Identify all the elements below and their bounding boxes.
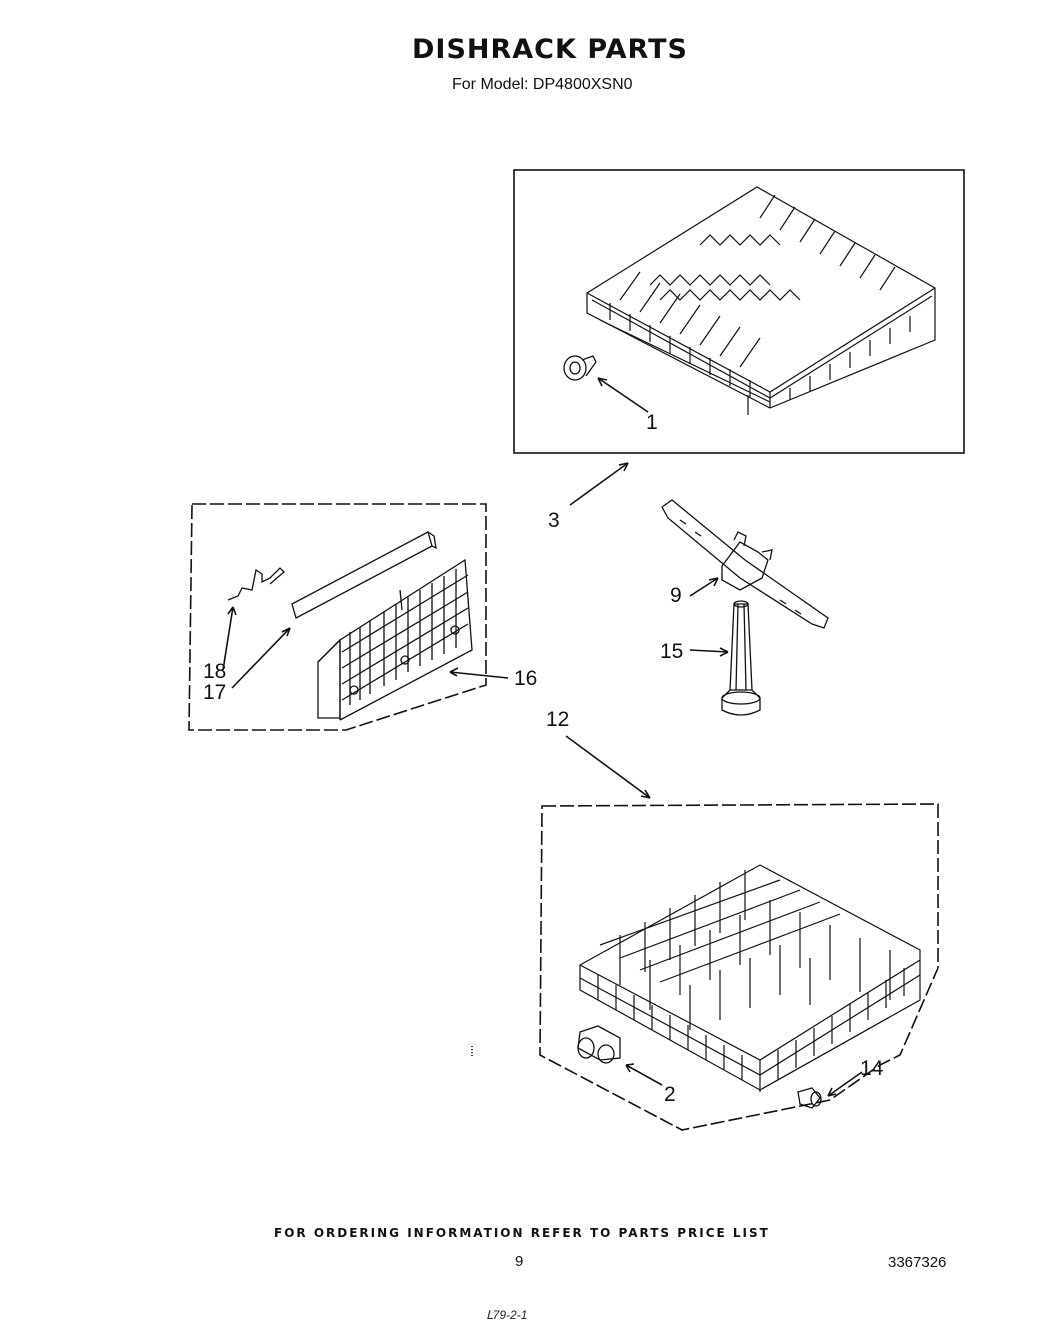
bottom-scribble: ᒪ79-2-1 — [486, 1308, 528, 1322]
spray-arm-part-9 — [661, 499, 829, 629]
leader-arrow-16 — [449, 667, 459, 677]
leader-arrow-2 — [625, 1063, 635, 1073]
leader-line-14 — [827, 1071, 863, 1097]
leader-line-16 — [449, 671, 509, 679]
leader-arrow-9 — [708, 577, 719, 587]
callout-9: 9 — [670, 584, 682, 607]
silverware-basket-border — [188, 503, 487, 731]
basket-handle-part-17 — [291, 531, 437, 619]
silverware-basket — [317, 558, 473, 721]
leader-line-15 — [689, 649, 729, 653]
callout-14: 14 — [860, 1057, 884, 1080]
upper-rack-border — [513, 169, 965, 454]
leader-arrow-15 — [719, 647, 729, 657]
spray-tube-part-15 — [721, 600, 761, 716]
lower-rack-panel — [539, 803, 939, 1131]
page-number: 9 — [515, 1253, 524, 1270]
leader-line-12 — [565, 735, 651, 799]
model-subtitle: For Model: DP4800XSN0 — [452, 76, 633, 93]
silverware-basket-panel — [188, 503, 509, 731]
callout-15: 15 — [660, 640, 683, 663]
leader-line-18 — [222, 606, 234, 671]
upper-dishrack — [586, 186, 936, 415]
lower-rack-border — [539, 803, 939, 1131]
leader-arrow-14 — [827, 1087, 837, 1097]
callout-2: 2 — [664, 1083, 676, 1106]
upper-rack-panel — [513, 169, 965, 454]
leader-arrow-18 — [227, 606, 237, 616]
rack-end-cap-part-14 — [797, 1087, 822, 1109]
callout-12: 12 — [546, 708, 569, 731]
leader-arrow-12 — [640, 789, 651, 799]
leader-arrow-17 — [281, 627, 291, 637]
callout-17: 17 — [203, 681, 226, 704]
leader-line-17 — [231, 627, 291, 689]
leader-line-9 — [689, 577, 719, 597]
rack-roller-part-1 — [563, 355, 597, 381]
leader-arrow-1 — [597, 377, 608, 387]
document-number: 3367326 — [888, 1254, 947, 1271]
ordering-note: FOR ORDERING INFORMATION REFER TO PARTS … — [274, 1226, 770, 1240]
callout-1: 1 — [646, 411, 658, 434]
leader-arrow-3 — [618, 462, 629, 472]
page-title: DISHRACK PARTS — [412, 34, 688, 65]
leader-line-3 — [569, 462, 629, 506]
callout-16: 16 — [514, 667, 537, 690]
rack-wheel-part-2 — [577, 1025, 621, 1064]
callout-18: 18 — [203, 660, 226, 683]
callout-3: 3 — [548, 509, 560, 532]
leader-line-1 — [597, 377, 649, 413]
basket-clip-part-18 — [227, 567, 285, 601]
leader-line-2 — [625, 1064, 663, 1086]
lower-dishrack — [579, 864, 921, 1092]
